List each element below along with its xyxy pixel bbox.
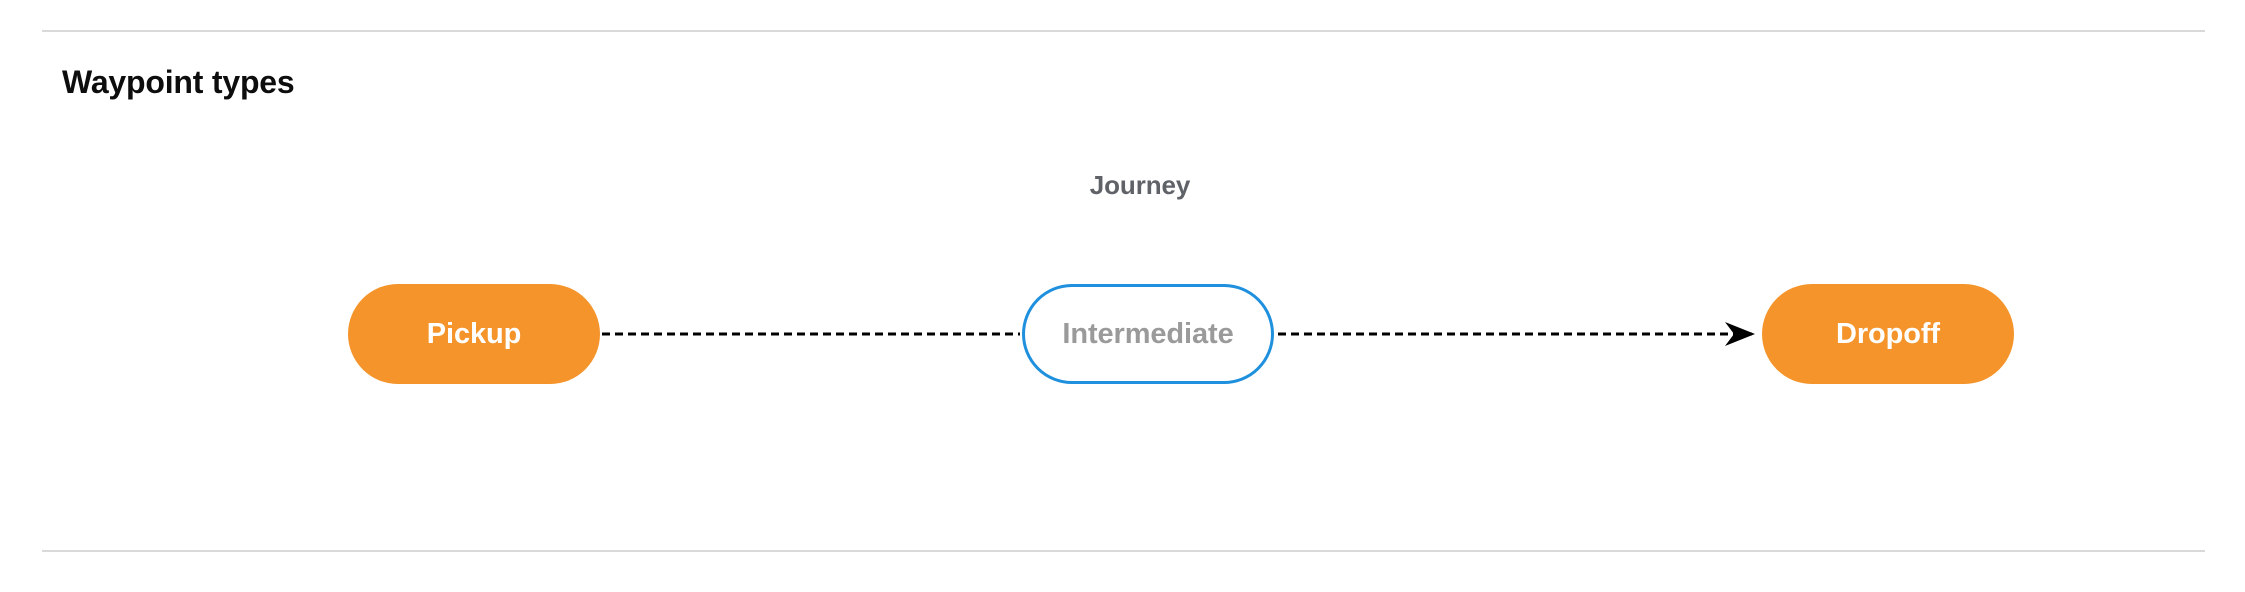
section-divider-bottom [42,550,2205,552]
diagram-edges [602,322,1755,346]
journey-diagram: Journey Pickup Intermediate Dropoff [0,150,2245,450]
journey-group-label: Journey [1089,170,1191,200]
node-pickup[interactable]: Pickup [348,284,600,384]
section-divider-top [42,30,2205,32]
page-title: Waypoint types [62,64,295,100]
node-dropoff[interactable]: Dropoff [1762,284,2014,384]
node-intermediate[interactable]: Intermediate [1022,284,1274,384]
